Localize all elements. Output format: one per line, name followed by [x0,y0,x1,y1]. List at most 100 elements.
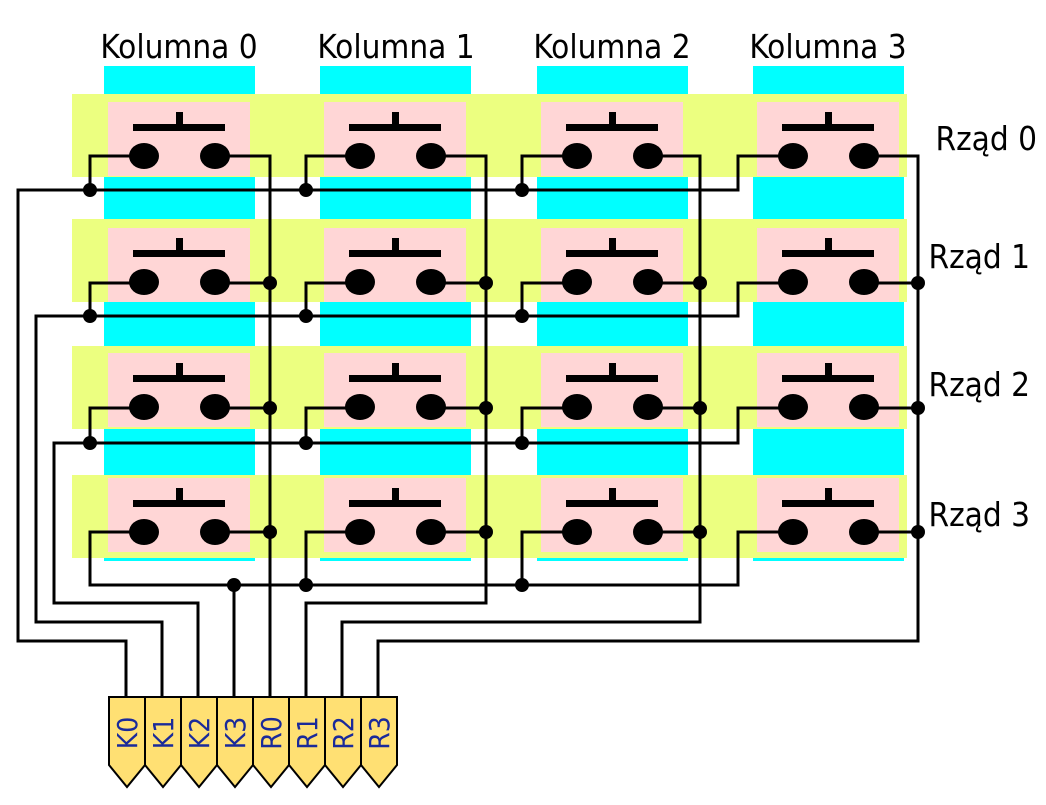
k-row3-link [234,530,360,587]
junction [693,401,707,415]
k-wire-row0 [16,154,144,700]
junction [515,183,529,197]
push-button-r0-c2 [541,102,683,176]
pin-body [108,696,146,789]
junction [515,309,529,323]
button-actuator [349,124,441,131]
button-actuator [782,124,874,131]
button-stem [609,238,616,252]
row-label-2: Rząd 2 [928,365,1030,404]
row-labels: Rząd 0 Rząd 1 Rząd 2 Rząd 3 [928,119,1037,534]
button-stem [609,112,616,126]
junctions [83,183,925,592]
push-button-r1-c0 [108,228,250,302]
row-label-0: Rząd 0 [935,119,1037,158]
junction [83,436,97,450]
button-terminal [778,143,808,169]
junction [515,578,529,592]
button-actuator [566,375,658,382]
button-actuator [133,500,225,507]
button-stem [176,363,183,377]
pin-label: R0 [255,716,288,750]
button-actuator [349,375,441,382]
junction [227,578,241,592]
pin-label: K3 [219,717,252,750]
push-button-r1-c1 [324,228,466,302]
pin-label: R2 [327,716,360,750]
pin-body [288,696,326,789]
pin-body [324,696,362,789]
column-label-0: Kolumna 0 [100,27,257,66]
k-row0-link2 [306,154,576,192]
button-terminal [200,394,230,420]
button-actuator [349,500,441,507]
button-terminal [200,519,230,545]
junction [299,436,313,450]
button-actuator [133,375,225,382]
column-label-3: Kolumna 3 [749,27,906,66]
push-button-r2-c2 [541,353,683,427]
junction [693,525,707,539]
button-terminal [633,519,663,545]
button-stem [825,238,832,252]
col1-r-wire [304,154,488,700]
pin-label: R3 [363,716,396,750]
junction [263,525,277,539]
connector-pin-r2: R2 [324,696,362,789]
button-terminal [778,519,808,545]
col3-r-wire [340,154,702,700]
button-terminal [416,269,446,295]
button-terminal [200,143,230,169]
pin-label: K1 [147,717,180,750]
button-stem [392,238,399,252]
button-actuator [566,124,658,131]
button-stem [825,488,832,502]
push-button-r2-c3 [757,353,899,427]
pin-label: K2 [183,717,216,750]
button-terminal [416,143,446,169]
junction [479,401,493,415]
pin-label: K0 [111,717,144,750]
button-terminal [562,143,592,169]
connector-pin-k0: K0 [108,696,146,789]
button-stem [825,112,832,126]
junction [299,578,313,592]
pin-body [144,696,182,789]
row-label-3: Rząd 3 [928,495,1030,534]
connector-pin-k3: K3 [216,696,254,789]
junction [83,183,97,197]
k-row2-link [90,406,360,445]
pin-body [180,696,218,789]
button-stem [392,488,399,502]
junction [263,276,277,290]
push-button-r3-c1 [324,478,466,552]
connector-pin-k1: K1 [144,696,182,789]
button-actuator [782,250,874,257]
pin-body [360,696,398,789]
connector-pin-k2: K2 [180,696,218,789]
k-wire-row1 [34,281,164,700]
junction [693,276,707,290]
button-stem [176,112,183,126]
button-actuator [349,250,441,257]
button-actuator [133,250,225,257]
button-terminal [849,143,879,169]
junction [479,276,493,290]
button-terminal [562,519,592,545]
junction [911,276,925,290]
button-terminal [633,143,663,169]
connector-pin-r1: R1 [288,696,326,789]
k-row0-link [90,154,360,192]
button-stem [392,112,399,126]
button-terminal [633,394,663,420]
pin-label: R1 [291,716,324,750]
button-terminal [849,519,879,545]
push-button-r0-c3 [757,102,899,176]
k-row2-link2 [306,406,576,445]
k-row1-link [90,281,360,318]
push-button-r3-c0 [108,478,250,552]
push-button-r3-c2 [541,478,683,552]
button-actuator [133,124,225,131]
column-label-1: Kolumna 1 [317,27,474,66]
junction [479,525,493,539]
